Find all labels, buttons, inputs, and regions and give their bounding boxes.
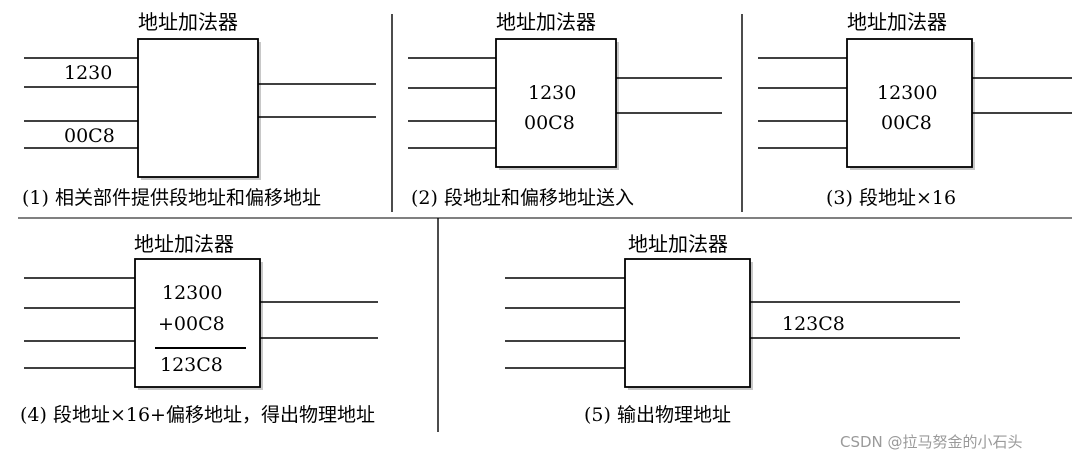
csdn-watermark: CSDN @拉马努金的小石头 <box>840 433 1023 451</box>
panel-5-title: 地址加法器 <box>628 232 728 256</box>
panel-4-plus-offset: +00C8 <box>158 313 225 335</box>
panel-2-offset-value: 00C8 <box>524 112 575 134</box>
panel-3-offset-value: 00C8 <box>881 112 932 134</box>
panel-1-caption: (1) 相关部件提供段地址和偏移地址 <box>22 187 321 209</box>
panel-1-adder-box <box>137 38 259 178</box>
panel-1-title: 地址加法器 <box>138 10 238 34</box>
panel-5-caption: (5) 输出物理地址 <box>584 404 731 426</box>
panel-4-sum-result: 123C8 <box>160 354 223 376</box>
panel-2-title: 地址加法器 <box>496 10 596 34</box>
panel-4-title: 地址加法器 <box>134 232 234 256</box>
panel-2-caption: (2) 段地址和偏移地址送入 <box>411 187 634 209</box>
panel-3-shifted-segment: 12300 <box>877 82 938 104</box>
panel-3-adder-box <box>846 38 973 168</box>
panel-1-offset-input: 00C8 <box>64 125 115 147</box>
panel-2-adder-box <box>495 38 617 168</box>
panel-4-caption: (4) 段地址×16+偏移地址，得出物理地址 <box>20 404 375 426</box>
panel-4-adder-box <box>134 258 261 388</box>
panel-4-shifted-segment: 12300 <box>162 282 223 304</box>
panel-5-physical-address-output: 123C8 <box>782 313 845 335</box>
panel-2-segment-value: 1230 <box>528 82 577 104</box>
panel-1-segment-input: 1230 <box>64 62 113 84</box>
panel-5-adder-box <box>624 258 751 388</box>
panel-3-title: 地址加法器 <box>847 10 947 34</box>
panel-3-caption: (3) 段地址×16 <box>826 187 957 209</box>
